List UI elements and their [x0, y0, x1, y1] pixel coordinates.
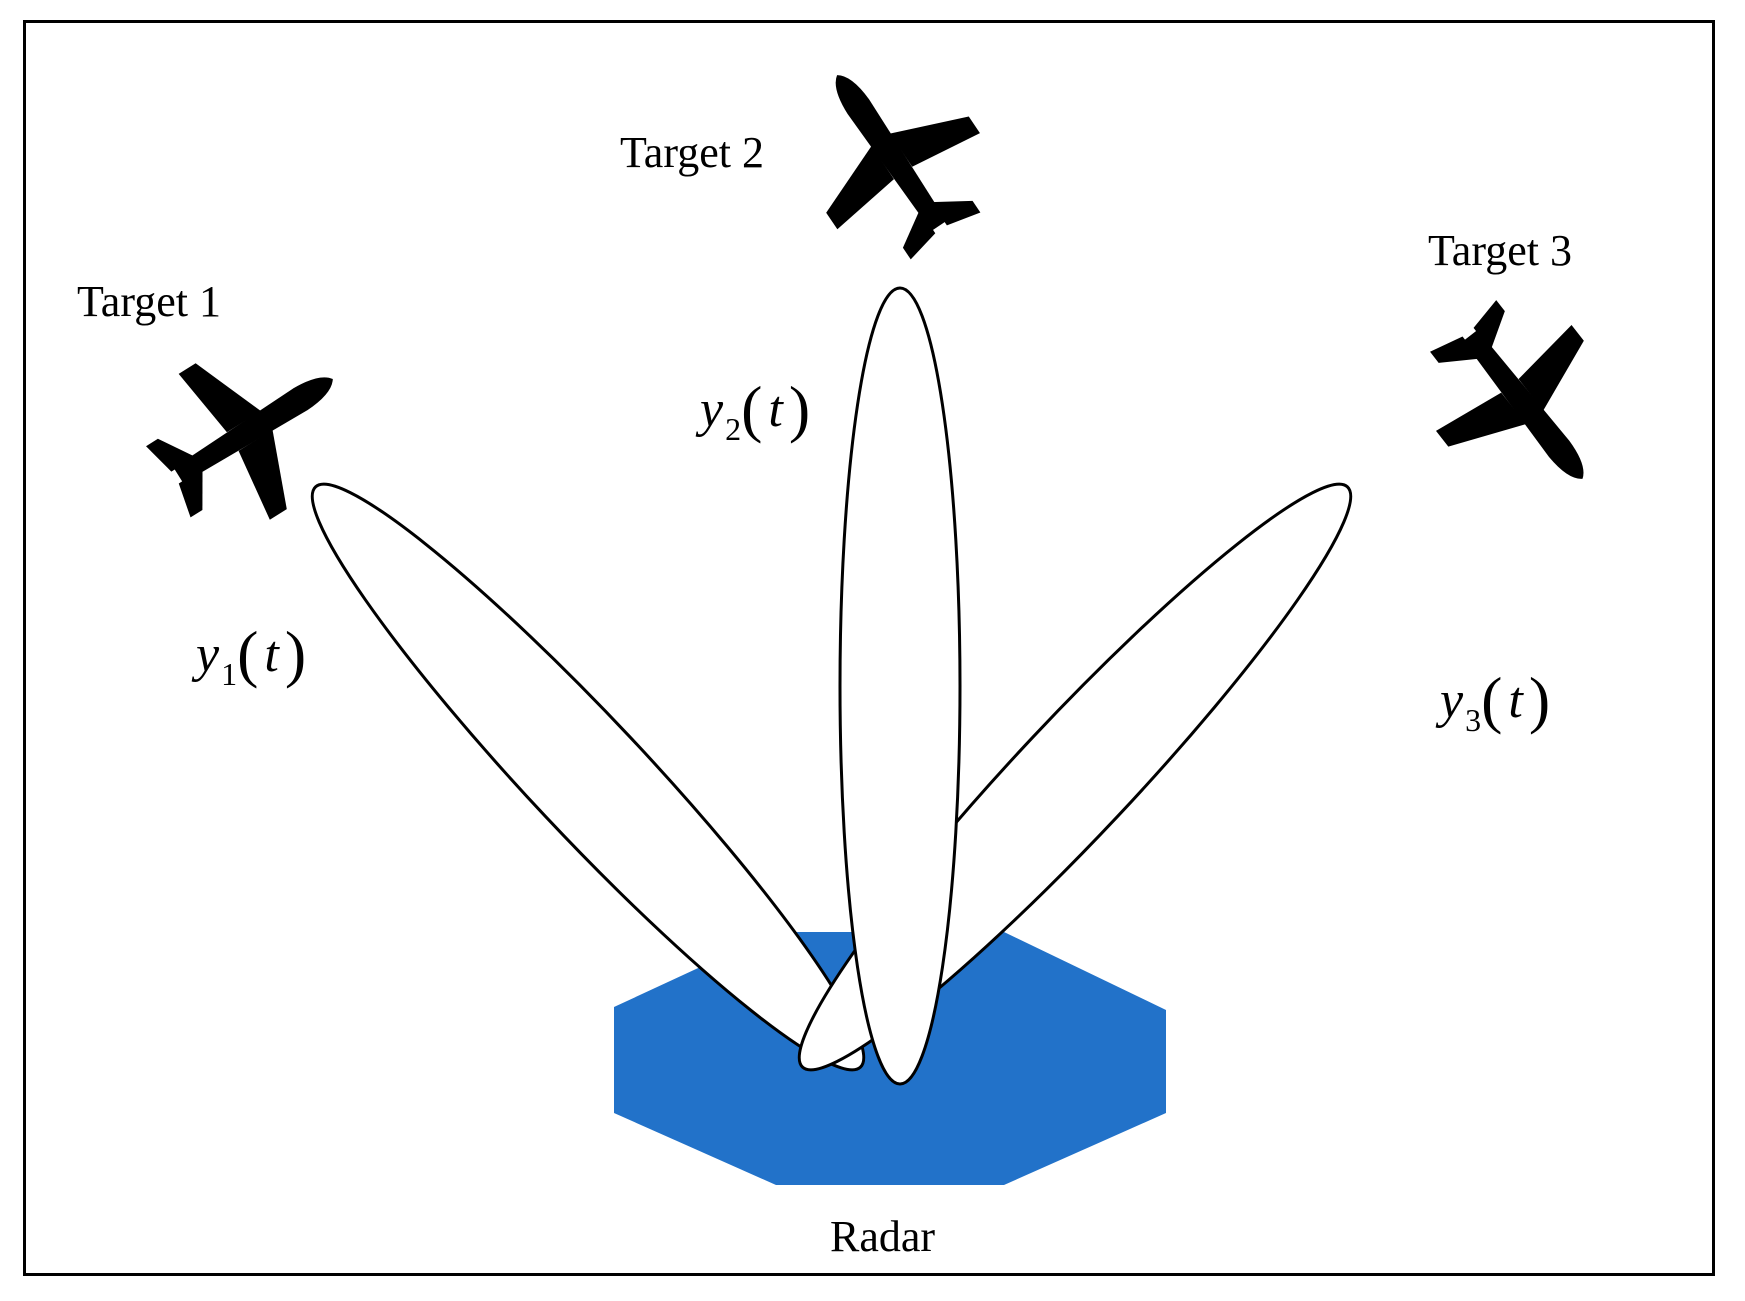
- signal-sub: 3: [1465, 702, 1482, 738]
- signal-y2-label: y2(t): [700, 373, 811, 447]
- signal-sub: 1: [221, 656, 238, 692]
- signal-var: y: [700, 381, 724, 438]
- signal-arg: t: [264, 626, 279, 683]
- signal-arg: t: [768, 381, 783, 438]
- signal-arg: t: [1508, 672, 1523, 729]
- radar-label: Radar: [830, 1212, 936, 1261]
- airplane-icon: [1395, 272, 1651, 532]
- airplane-icon: [765, 27, 1017, 285]
- signal-y3-label: y3(t): [1440, 664, 1551, 738]
- signal-y1-label: y1(t): [196, 618, 307, 692]
- signal-sub: 2: [725, 411, 742, 447]
- beam-1: [310, 482, 866, 1072]
- signal-var: y: [1440, 672, 1464, 729]
- target-1-label: Target 1: [77, 277, 221, 326]
- signal-var: y: [196, 626, 220, 683]
- target-3-label: Target 3: [1428, 226, 1572, 275]
- beam-2: [838, 286, 962, 1086]
- target-2-label: Target 2: [620, 128, 764, 177]
